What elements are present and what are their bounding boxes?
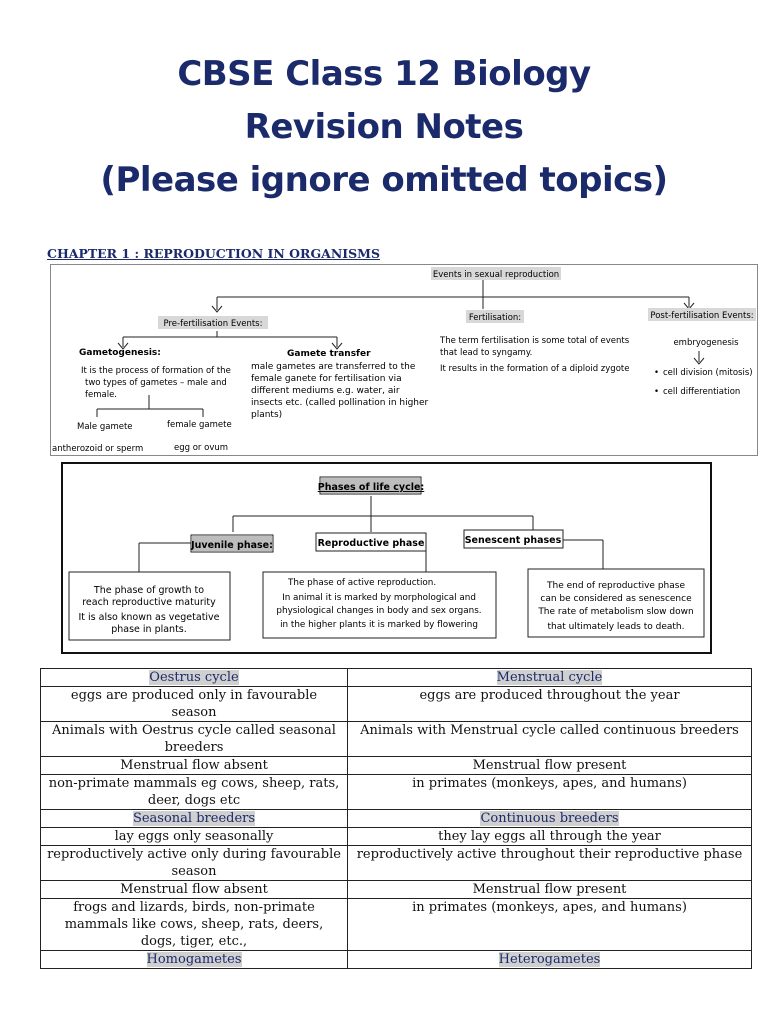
senescent-desc-4: that ultimately leads to death.: [548, 622, 685, 632]
gamete-transfer-desc-5: plants): [251, 410, 282, 420]
title-line-3: (Please ignore omitted topics): [100, 160, 668, 200]
reproductive-phase-label: Reproductive phase: [318, 538, 425, 549]
reproductive-desc-2: In animal it is marked by morphological …: [282, 593, 476, 603]
header-left: Seasonal breeders: [132, 811, 256, 826]
sexual-reproduction-svg: Events in sexual reproduction Pre-fertil…: [52, 267, 756, 454]
header-right: Continuous breeders: [480, 811, 619, 826]
gamete-transfer-label: Gamete transfer: [287, 349, 371, 359]
female-gamete-sub: egg or ovum: [174, 443, 228, 453]
table-row: Menstrual flow absent Menstrual flow pre…: [40, 880, 752, 899]
table-row: lay eggs only seasonally they lay eggs a…: [40, 827, 752, 846]
gamete-transfer-desc-1: male gametes are transferred to the: [251, 362, 416, 372]
table-cell: Menstrual flow present: [347, 880, 752, 899]
header-left: Homogametes: [146, 952, 242, 967]
juvenile-desc-1: The phase of growth to: [93, 585, 204, 596]
table-row: Seasonal breeders Continuous breeders: [40, 809, 752, 828]
post-bullet-2: •: [654, 387, 659, 397]
table-cell: eggs are produced only in favourable sea…: [40, 686, 348, 722]
title-line-1: CBSE Class 12 Biology: [177, 54, 591, 94]
table-cell: lay eggs only seasonally: [40, 827, 348, 846]
gamete-transfer-desc-3: different mediums e.g. water, air: [251, 386, 400, 396]
events-root-label: Events in sexual reproduction: [433, 270, 559, 280]
reproductive-desc-3: physiological changes in body and sex or…: [276, 606, 481, 616]
female-gamete-label: female gamete: [167, 420, 232, 430]
senescent-phase-label: Senescent phases: [465, 535, 562, 546]
gametogenesis-desc-3: female.: [85, 390, 117, 400]
gametogenesis-label: Gametogenesis:: [79, 348, 161, 358]
fertilisation-desc-2: that lead to syngamy.: [440, 348, 532, 358]
comparison-table: Oestrus cycle Menstrual cycle eggs are p…: [40, 668, 752, 969]
table-cell: Oestrus cycle: [40, 668, 348, 687]
juvenile-phase-label: Juvenile phase:: [190, 540, 273, 551]
post-bullet-1: •: [654, 368, 659, 378]
phases-root-label: Phases of life cycle:: [318, 482, 425, 493]
pre-fertilisation-label: Pre-fertilisation Events:: [164, 319, 263, 329]
table-cell: Menstrual cycle: [347, 668, 752, 687]
table-cell: they lay eggs all through the year: [347, 827, 752, 846]
table-cell: reproductively active throughout their r…: [347, 845, 752, 881]
gametogenesis-desc-1: It is the process of formation of the: [81, 366, 231, 376]
table-row: eggs are produced only in favourable sea…: [40, 686, 752, 722]
chapter-heading: CHAPTER 1 : REPRODUCTION IN ORGANISMS: [47, 246, 380, 261]
header-right: Heterogametes: [498, 952, 601, 967]
table-row: non-primate mammals eg cows, sheep, rats…: [40, 774, 752, 810]
male-gamete-sub: antherozoid or sperm: [52, 444, 143, 454]
table-cell: Menstrual flow absent: [40, 880, 348, 899]
table-cell: frogs and lizards, birds, non-primate ma…: [40, 898, 348, 951]
table-cell: Animals with Menstrual cycle called cont…: [347, 721, 752, 757]
table-cell: non-primate mammals eg cows, sheep, rats…: [40, 774, 348, 810]
table-cell: Homogametes: [40, 950, 348, 969]
life-cycle-svg: Phases of life cycle: Juvenile phase: Re…: [68, 476, 705, 641]
table-cell: Animals with Oestrus cycle called season…: [40, 721, 348, 757]
table-row: frogs and lizards, birds, non-primate ma…: [40, 898, 752, 951]
fertilisation-label: Fertilisation:: [469, 313, 521, 323]
senescent-desc-1: The end of reproductive phase: [546, 581, 685, 591]
fertilisation-desc-3: It results in the formation of a diploid…: [440, 364, 629, 374]
male-gamete-label: Male gamete: [77, 422, 133, 432]
title-line-2: Revision Notes: [244, 107, 524, 147]
table-cell: Menstrual flow absent: [40, 756, 348, 775]
table-row: Animals with Oestrus cycle called season…: [40, 721, 752, 757]
gamete-transfer-desc-2: female ganete for fertilisation via: [251, 374, 402, 384]
gamete-transfer-desc-4: insects etc. (called pollination in high…: [251, 398, 429, 408]
header-left: Oestrus cycle: [149, 670, 239, 685]
table-cell: Menstrual flow present: [347, 756, 752, 775]
table-row: Homogametes Heterogametes: [40, 950, 752, 969]
table-cell: Heterogametes: [347, 950, 752, 969]
juvenile-desc-2: reach reproductive maturity: [82, 597, 216, 608]
senescent-desc-2: can be considered as senescence: [540, 594, 692, 604]
juvenile-desc-4: phase in plants.: [111, 624, 187, 635]
table-row: reproductively active only during favour…: [40, 845, 752, 881]
senescent-desc-3: The rate of metabolism slow down: [537, 607, 693, 617]
juvenile-desc-3: It is also known as vegetative: [78, 612, 219, 623]
reproductive-desc-1: The phase of active reproduction.: [287, 578, 436, 588]
table-cell: eggs are produced throughout the year: [347, 686, 752, 722]
table-cell: Continuous breeders: [347, 809, 752, 828]
header-right: Menstrual cycle: [496, 670, 603, 685]
table-cell: in primates (monkeys, apes, and humans): [347, 898, 752, 951]
reproductive-desc-4: in the higher plants it is marked by flo…: [280, 620, 478, 630]
table-cell: in primates (monkeys, apes, and humans): [347, 774, 752, 810]
post-fertilisation-label: Post-fertilisation Events:: [650, 311, 753, 321]
page-title: CBSE Class 12 Biology Revision Notes (Pl…: [0, 48, 768, 207]
post-item-1: cell division (mitosis): [663, 368, 753, 378]
life-cycle-diagram: Phases of life cycle: Juvenile phase: Re…: [61, 462, 712, 654]
sexual-reproduction-diagram: Events in sexual reproduction Pre-fertil…: [50, 264, 758, 456]
table-row: Menstrual flow absent Menstrual flow pre…: [40, 756, 752, 775]
gametogenesis-desc-2: two types of gametes – male and: [85, 378, 227, 388]
table-cell: Seasonal breeders: [40, 809, 348, 828]
table-cell: reproductively active only during favour…: [40, 845, 348, 881]
fertilisation-desc-1: The term fertilisation is some total of …: [439, 336, 630, 346]
post-item-2: cell differentiation: [663, 387, 740, 397]
table-row: Oestrus cycle Menstrual cycle: [40, 668, 752, 687]
embryogenesis-label: embryogenesis: [673, 338, 739, 348]
